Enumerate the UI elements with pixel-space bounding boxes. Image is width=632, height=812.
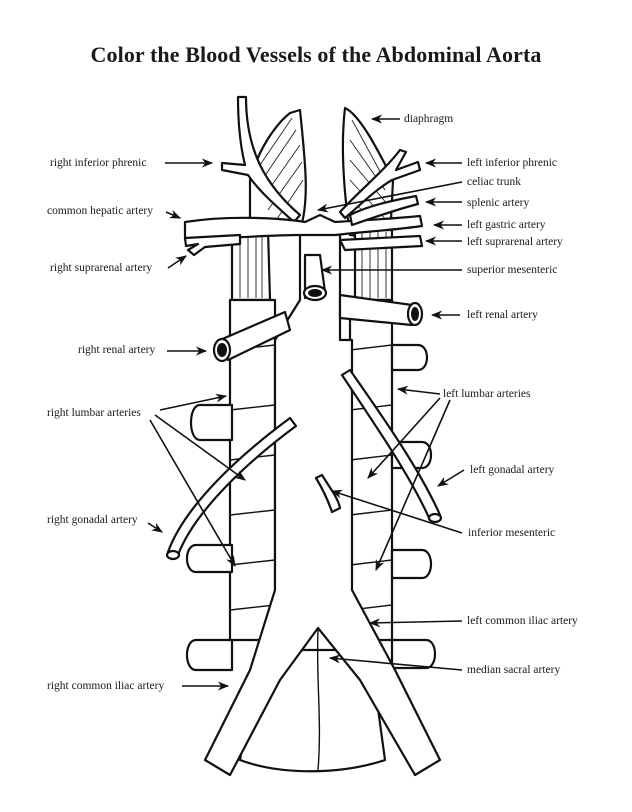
label-common-hepatic-artery: common hepatic artery bbox=[47, 205, 154, 217]
left-inferior-phrenic-artery bbox=[338, 148, 422, 220]
spine-right-side bbox=[185, 228, 277, 672]
label-right-suprarenal-artery: right suprarenal artery bbox=[50, 262, 153, 274]
label-diaphragm: diaphragm bbox=[404, 113, 454, 125]
splenic-artery bbox=[348, 194, 420, 227]
page-title: Color the Blood Vessels of the Abdominal… bbox=[90, 42, 542, 67]
label-inferior-mesenteric: inferior mesenteric bbox=[468, 527, 556, 539]
label-celiac-trunk: celiac trunk bbox=[467, 176, 521, 188]
label-right-inferior-phrenic: right inferior phrenic bbox=[50, 157, 147, 169]
label-left-gonadal-artery: left gonadal artery bbox=[470, 464, 555, 476]
label-right-common-iliac-artery: right common iliac artery bbox=[47, 680, 165, 692]
inferior-mesenteric-artery bbox=[314, 473, 342, 514]
abdominal-aorta bbox=[203, 228, 442, 777]
right-inferior-phrenic-artery bbox=[220, 95, 302, 224]
label-left-common-iliac-artery: left common iliac artery bbox=[467, 615, 578, 627]
label-right-gonadal-artery: right gonadal artery bbox=[47, 514, 138, 526]
label-left-inferior-phrenic: left inferior phrenic bbox=[467, 157, 558, 169]
label-left-suprarenal-artery: left suprarenal artery bbox=[467, 236, 563, 248]
label-splenic-artery: splenic artery bbox=[467, 197, 530, 209]
left-suprarenal-artery bbox=[338, 234, 424, 252]
label-left-gastric-artery: left gastric artery bbox=[467, 219, 546, 231]
label-left-renal-artery: left renal artery bbox=[467, 309, 538, 321]
label-right-lumbar-arteries: right lumbar arteries bbox=[47, 407, 141, 419]
leader-lines bbox=[147, 114, 465, 691]
right-suprarenal-artery bbox=[183, 233, 242, 257]
label-superior-mesenteric: superior mesenteric bbox=[467, 264, 558, 276]
label-right-renal-artery: right renal artery bbox=[78, 344, 156, 356]
label-median-sacral-artery: median sacral artery bbox=[467, 664, 561, 676]
median-sacral-artery bbox=[316, 629, 321, 771]
label-left-lumbar-arteries: left lumbar arteries bbox=[443, 388, 531, 400]
